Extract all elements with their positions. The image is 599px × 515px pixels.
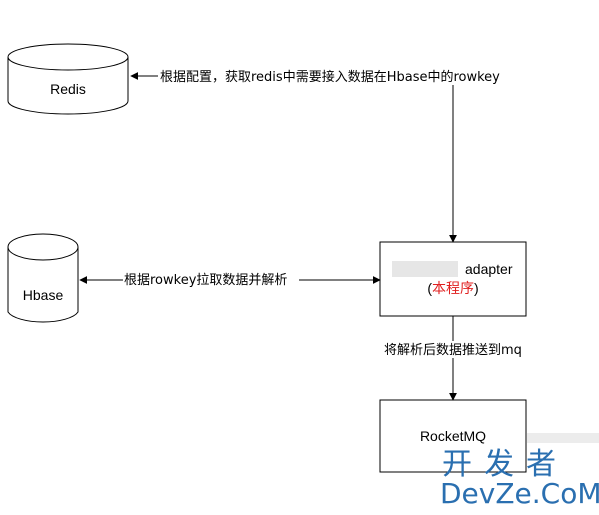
watermark-logo: 开发者 DevZe.CoM — [440, 447, 599, 510]
redis-node: Redis — [7, 43, 129, 115]
watermark-cn: 开发者 — [442, 447, 568, 482]
mq-edge-label: 将解析后数据推送到mq — [384, 343, 522, 358]
hbase-node: Hbase — [7, 233, 79, 323]
rocketmq-node: RocketMQ — [379, 399, 527, 473]
redaction-bar — [527, 433, 599, 443]
redacted-name-block — [392, 261, 458, 277]
adapter-sublabel: (本程序) — [427, 280, 478, 296]
adapter-label: adapter — [465, 261, 513, 277]
redis-edge: 根据配置，获取redis中需要接入数据在Hbase中的rowkey — [130, 68, 522, 243]
adapter-node: adapter (本程序) — [379, 241, 527, 317]
hbase-edge: 根据rowkey拉取数据并解析 — [79, 271, 381, 288]
mq-edge: 将解析后数据推送到mq — [383, 316, 533, 401]
rocketmq-label: RocketMQ — [420, 428, 486, 444]
hbase-label: Hbase — [23, 287, 64, 303]
redis-label: Redis — [50, 81, 86, 97]
redis-edge-label: 根据配置，获取redis中需要接入数据在Hbase中的rowkey — [160, 69, 500, 85]
watermark-en: DevZe.CoM — [440, 477, 599, 510]
hbase-edge-label: 根据rowkey拉取数据并解析 — [124, 273, 287, 288]
